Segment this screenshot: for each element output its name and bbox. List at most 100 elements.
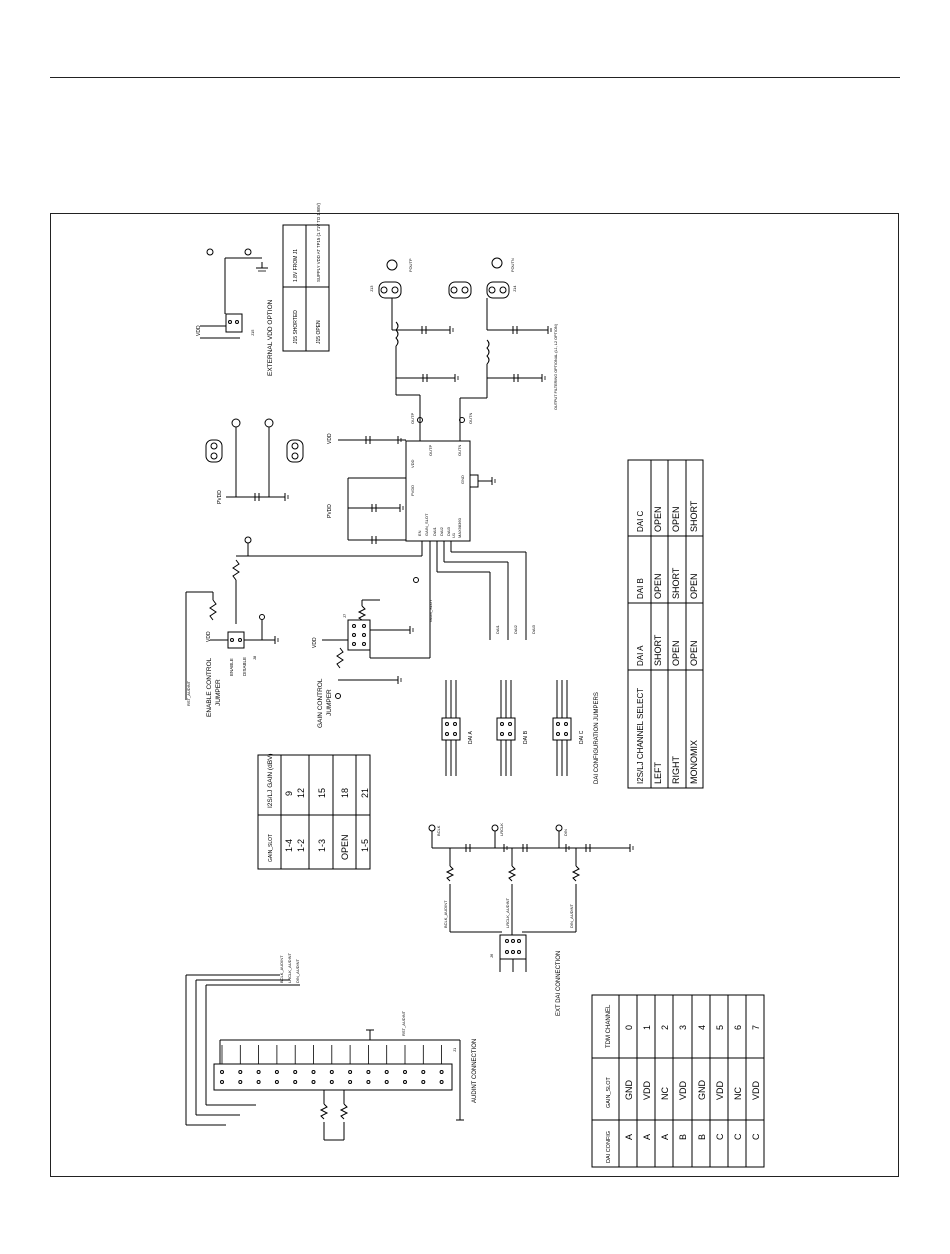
tdm-row-7-gain-slot: NC [733, 1087, 743, 1100]
tdm-row-8-gain-slot: VDD [751, 1080, 761, 1100]
audint-connection-block: BCLK_AUDINT LRCLK_AUDINT DIN_AUDINT RST_… [185, 952, 478, 1141]
bclk-test-label: BCLK [436, 825, 441, 836]
tdm-row-1-gain-slot: GND [624, 1080, 634, 1101]
pin-dai1: DAI1 [432, 526, 437, 536]
tdm-row-4-gain-slot: VDD [678, 1080, 688, 1100]
j1-pin [403, 1080, 407, 1084]
channel-table-header-3: DAI C [636, 510, 645, 532]
channel-table-row-2-col-3: SHORT [671, 567, 681, 599]
tdm-row-2-dai: A [642, 1134, 652, 1140]
j1-pin [366, 1070, 371, 1074]
gain-table-header-gain: I2S/LJ GAIN (dBV) [267, 753, 274, 808]
j6-ref: J6 [489, 953, 494, 958]
j8-ref: J8 [252, 655, 257, 660]
pin-gnd: GND [460, 475, 465, 484]
gain-table-row-1-slot: 1-4 [284, 839, 294, 852]
pvdd-net-ic: PVDD [327, 504, 333, 518]
lrclk-test-label: LRCLK [499, 823, 504, 836]
tdm-row-5-gain-slot: GND [697, 1080, 707, 1101]
gain-control-block: VDD J7 GAIN_SLOT GAIN CONTROL JUMPER [312, 541, 433, 728]
channel-table-header-0: I2S/LJ CHANNEL SELECT [636, 688, 645, 784]
lrclk-audint-net-ext: LRCLK_AUDINT [505, 897, 510, 928]
schematic-frame [50, 213, 899, 1177]
channel-table-row-1-col-4: OPEN [653, 506, 663, 532]
rst-audint-net-j1: RST_AUDINT [401, 1010, 406, 1036]
j7-ref: J7 [342, 613, 347, 618]
resistor-r7 [232, 559, 240, 581]
resistor-r4 [507, 865, 517, 882]
outn-test-label: OUTN [468, 413, 473, 424]
j1-pin [384, 1070, 389, 1074]
test-point-foutn [491, 257, 503, 269]
resistor-r8 [209, 599, 217, 621]
enable-position-label: ENABLE [229, 658, 234, 676]
din-audint-net-ext: DIN_AUDINT [569, 903, 574, 928]
output-filter-block: FOUTP FOUTN J13 J14 [369, 257, 558, 430]
enable-vdd-label: VDD [206, 631, 212, 642]
j1-audint-header [213, 1063, 453, 1091]
j1-pin [329, 1080, 334, 1084]
j15-ref: J15 [250, 329, 255, 336]
j1-pin [348, 1080, 353, 1084]
ext-dai-connection-title: EXT DAI CONNECTION [556, 951, 562, 1016]
enable-control-jumper-title-2: JUMPER [215, 679, 222, 706]
channel-table-header-2: DAI B [636, 578, 645, 599]
resistor-r9 [357, 605, 367, 621]
rst-audint-net: RST_AUDINT [186, 680, 191, 706]
j1-pin [274, 1070, 279, 1074]
gain-table-row-3-gain: 15 [317, 788, 327, 798]
pin-outp: OUTP [428, 445, 433, 456]
tdm-row-3-dai: A [660, 1134, 670, 1140]
j1-pin [256, 1080, 261, 1084]
j14-speaker-terminal [486, 281, 510, 299]
j1-pin [439, 1080, 444, 1084]
tdm-row-6-gain-slot: VDD [715, 1080, 725, 1100]
tdm-row-5-channel: 4 [697, 1025, 707, 1030]
tdm-row-3-gain-slot: NC [660, 1087, 670, 1100]
tdm-row-1-dai: A [624, 1134, 634, 1140]
gain-control-jumper-title: GAIN CONTROL [317, 678, 324, 728]
pin-dai3: DAI3 [446, 526, 451, 536]
gain-control-jumper-title-2: JUMPER [326, 689, 333, 716]
bclk-audint-net-ext: BCLK_AUDINT [443, 900, 448, 928]
gain-table-row-4-gain: 18 [340, 788, 350, 798]
dai-configuration-jumpers: DAI A DAI B DAI C DAI CONFIGURATION JUMP… [441, 680, 600, 784]
j7-gain-jumper [347, 619, 371, 651]
outp-test-label: OUTP [410, 413, 415, 424]
j1-ref: J1 [452, 1047, 457, 1052]
channel-table-row-3-col-1: MONOMIX [689, 740, 699, 784]
j1-pin [311, 1070, 316, 1074]
channel-table-row-1-col-3: OPEN [653, 573, 663, 599]
gain-table-row-4-slot: OPEN [340, 834, 350, 860]
bclk-audint-net: BCLK_AUDINT [279, 955, 284, 983]
resistor-r2 [339, 1103, 349, 1120]
tdm-header-gain-slot: GAIN_SLOT [606, 1076, 612, 1108]
dai-a-label: DAI A [468, 731, 474, 744]
tdm-header-dai-config: DAI CONFIG [606, 1131, 612, 1163]
external-vdd-option-title: EXTERNAL VDD OPTION [267, 299, 274, 376]
gain-table-row-2-gain: 12 [296, 788, 306, 798]
foutn-label: FOUTN [510, 258, 515, 272]
j6-ext-dai-header [499, 934, 527, 960]
dai1-net: DAI1 [495, 624, 500, 634]
enable-control-block: VDD ENABLE DISABLE J8 RST_AUDINT ENABLE … [185, 536, 423, 717]
disable-position-label: DISABLE [242, 657, 247, 676]
tdm-row-7-channel: 6 [733, 1025, 743, 1030]
enable-control-jumper-title: ENABLE CONTROL [206, 657, 213, 717]
tdm-row-2-gain-slot: VDD [642, 1080, 652, 1100]
lrclk-audint-net: LRCLK_AUDINT [287, 952, 292, 983]
tdm-row-4-dai: B [678, 1134, 688, 1140]
vdd-option-row-1-col-1: J15 SHORTED [293, 310, 299, 344]
j1-pin [311, 1080, 316, 1084]
j15-speaker-terminal [448, 281, 472, 299]
inductor-l1 [395, 321, 399, 347]
j14-ref: J14 [512, 285, 517, 292]
vdd-option-row-1-col-2: 1.8V FROM J1 [293, 249, 299, 282]
header-rule [50, 77, 900, 78]
inductor-l2 [486, 339, 490, 365]
jumper-dai-b [496, 717, 516, 741]
pin-gain-slot: GAIN_SLOT [424, 513, 429, 536]
